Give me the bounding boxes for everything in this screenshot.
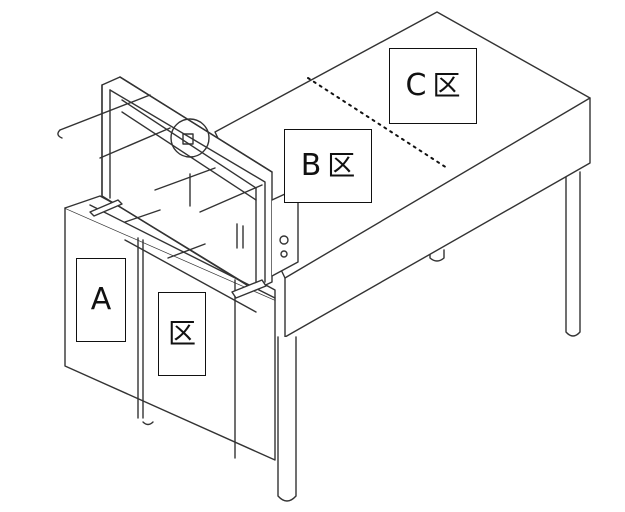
zone-label-front-text: 区 (167, 317, 196, 350)
zone-label-b-letter: B (300, 148, 322, 183)
zone-label-a-text: A (90, 282, 112, 317)
zone-label-c: C 区 (389, 48, 477, 124)
zone-label-a: A (76, 258, 126, 342)
table-top (214, 11, 591, 338)
zone-label-c-letter: C (405, 68, 427, 103)
table-leg-back-right (565, 171, 581, 337)
zone-divider-dotted-line (307, 77, 448, 169)
zone-label-b-char: 区 (327, 149, 356, 182)
zone-label-front: 区 (158, 292, 206, 376)
machine-frame (57, 76, 299, 313)
zone-label-b: B 区 (284, 129, 372, 203)
table-leg-front (277, 336, 297, 502)
zone-label-c-char: 区 (432, 69, 461, 102)
